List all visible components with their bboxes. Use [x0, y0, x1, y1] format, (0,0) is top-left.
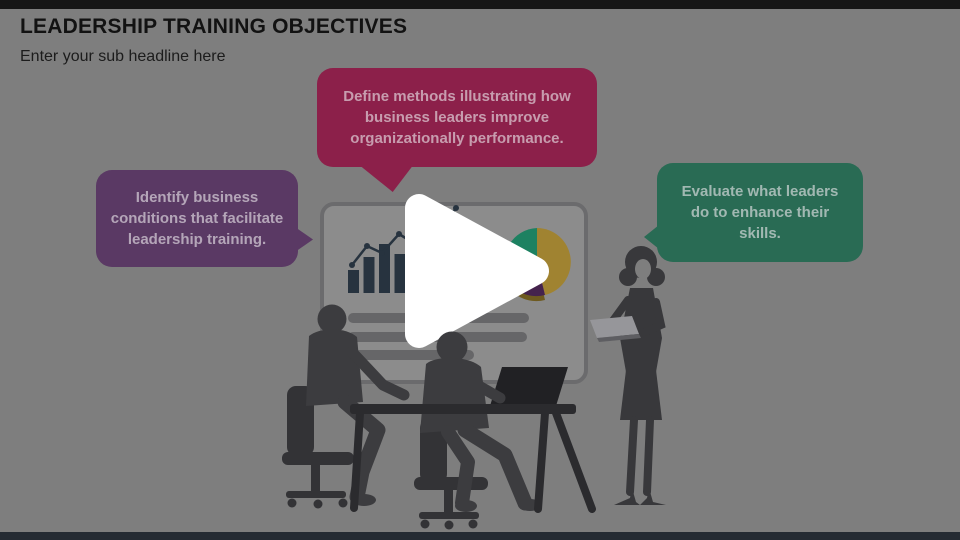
play-icon[interactable]	[405, 194, 549, 348]
slide-title: LEADERSHIP TRAINING OBJECTIVES	[20, 15, 408, 38]
desk	[350, 404, 596, 513]
presenter-silhouette	[590, 246, 666, 505]
speech-bubble-identify: Identify business conditions that facili…	[96, 170, 298, 267]
seated-person-silhouette	[420, 331, 542, 512]
seated-person-silhouette	[306, 304, 410, 506]
letterbox-bottom	[0, 532, 960, 540]
speech-bubble-define: Define methods illustrating how business…	[317, 68, 597, 167]
silhouette-scene	[282, 246, 666, 530]
presenter-laptop-icon	[590, 316, 641, 342]
play-button[interactable]	[393, 183, 563, 361]
speech-bubble-text: Evaluate what leaders do to enhance thei…	[681, 183, 839, 242]
speech-bubble-text: Identify business conditions that facili…	[110, 189, 284, 248]
speech-bubble-evaluate: Evaluate what leaders do to enhance thei…	[657, 163, 863, 262]
letterbox-top	[0, 0, 960, 9]
speech-bubble-text: Define methods illustrating how business…	[343, 88, 571, 147]
slide-subtitle: Enter your sub headline here	[20, 48, 226, 65]
text-placeholder-line	[348, 350, 474, 360]
laptop-icon	[490, 367, 568, 406]
